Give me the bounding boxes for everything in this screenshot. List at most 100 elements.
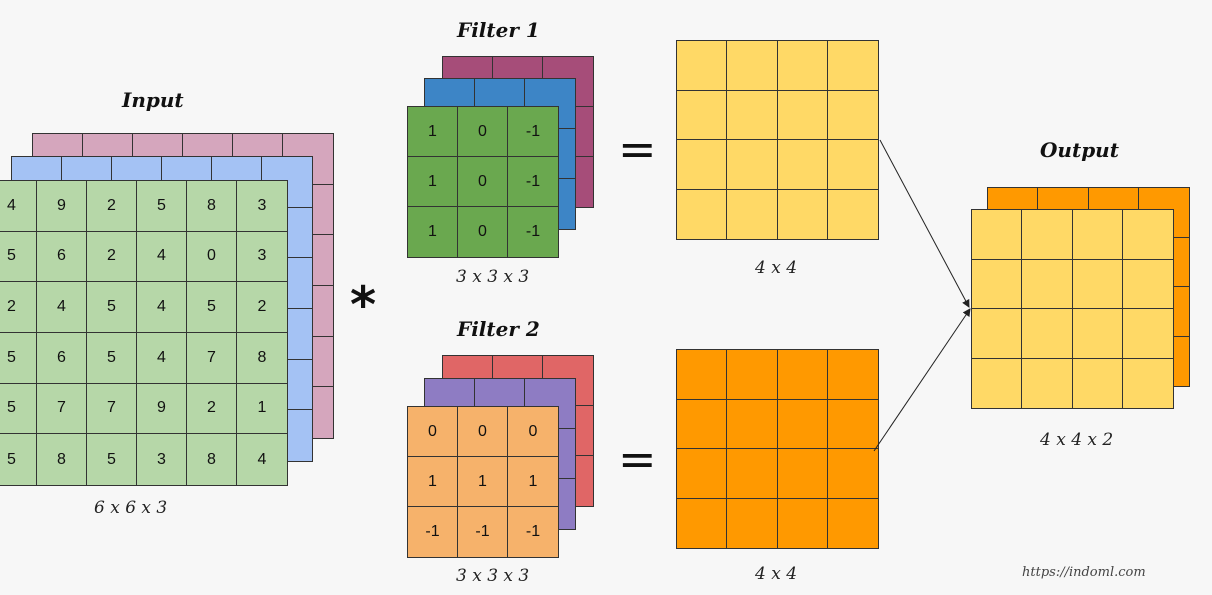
- grid-cell: 2: [187, 383, 237, 435]
- grid-cell: [827, 350, 878, 400]
- grid-cell: 0: [458, 407, 508, 457]
- grid-cell: [972, 259, 1023, 309]
- feature-map-2-dimension-label: 4 x 4: [755, 564, 798, 584]
- grid-cell: [727, 140, 778, 190]
- grid-cell: -1: [525, 523, 541, 540]
- grid-cell: 4: [137, 231, 187, 283]
- grid-cell: 0: [508, 407, 558, 457]
- grid-cell: 8: [37, 434, 87, 485]
- grid-cell: 6: [37, 333, 87, 384]
- filter2-title: Filter 2: [457, 317, 540, 341]
- grid-cell: 5: [87, 282, 137, 333]
- grid-cell: 5: [0, 434, 37, 485]
- grid-cell: 3: [237, 181, 287, 232]
- grid-cell: 0: [408, 407, 458, 457]
- grid-cell: [827, 400, 878, 449]
- grid-cell: 5: [87, 333, 137, 384]
- arrow-from-map-2: [873, 308, 971, 452]
- grid-cell: [677, 140, 728, 190]
- grid-cell: [1123, 359, 1173, 409]
- grid-cell: [777, 350, 828, 400]
- arrow-from-map-1: [879, 139, 970, 308]
- grid-cell: -1: [508, 107, 558, 157]
- grid-cell: 3: [237, 232, 287, 283]
- grid-cell: [727, 41, 778, 91]
- grid-cell: [677, 189, 728, 239]
- grid-cell: [1122, 260, 1173, 309]
- grid-cell: 9: [37, 181, 87, 232]
- grid-cell: [1072, 309, 1123, 359]
- filter1-title: Filter 1: [457, 18, 540, 42]
- grid-cell: 3: [137, 434, 187, 485]
- grid-cell: 2: [237, 282, 287, 333]
- grid-cell: [1122, 210, 1173, 260]
- grid-cell: 1: [408, 207, 458, 257]
- grid-cell: [677, 350, 728, 400]
- grid-cell: 5: [0, 333, 37, 384]
- grid-cell: 5: [87, 434, 137, 485]
- feature-map-1: [676, 40, 879, 240]
- grid-cell: [677, 399, 728, 449]
- grid-cell: 5: [137, 181, 187, 232]
- feature-map-1-dimension-label: 4 x 4: [755, 258, 798, 278]
- feature-map-2: [676, 349, 879, 549]
- grid-cell: [778, 189, 828, 239]
- grid-cell: [827, 140, 878, 190]
- grid-cell: [1022, 358, 1073, 408]
- grid-cell: 9: [137, 383, 187, 435]
- grid-cell: -1: [525, 223, 541, 240]
- grid-cell: 2: [87, 231, 137, 283]
- grid-cell: [677, 90, 728, 140]
- input-title: Input: [122, 88, 184, 112]
- grid-cell: 6: [37, 231, 87, 283]
- grid-cell: [1022, 259, 1073, 309]
- grid-cell: [827, 449, 878, 499]
- output-title: Output: [1040, 138, 1119, 162]
- grid-cell: [727, 90, 778, 140]
- grid-cell: [1072, 259, 1123, 309]
- grid-cell: 4: [137, 333, 187, 384]
- grid-cell: [1073, 358, 1123, 408]
- grid-cell: [1022, 210, 1073, 260]
- grid-cell: [677, 498, 728, 548]
- grid-cell: [1122, 309, 1173, 359]
- grid-cell: [677, 449, 728, 499]
- grid-cell: 1: [408, 457, 458, 507]
- output-dimension-label: 4 x 4 x 2: [1040, 430, 1114, 450]
- grid-cell: 7: [37, 383, 87, 435]
- grid-cell: 7: [187, 333, 237, 384]
- grid-cell: 5: [0, 231, 37, 283]
- grid-cell: [1022, 309, 1073, 359]
- grid-cell: 8: [187, 181, 237, 232]
- grid-cell: [1072, 210, 1123, 260]
- grid-cell: -1: [408, 507, 458, 557]
- grid-cell: 8: [187, 434, 237, 485]
- grid-cell: [727, 189, 778, 239]
- grid-cell: 0: [458, 207, 508, 257]
- grid-cell: 4: [37, 282, 87, 333]
- grid-cell: [827, 91, 878, 140]
- grid-cell: [972, 210, 1023, 260]
- equals-sign-1: =: [618, 122, 657, 176]
- grid-cell: [777, 449, 828, 499]
- grid-cell: 1: [508, 457, 558, 507]
- grid-cell: 5: [187, 282, 237, 333]
- grid-cell: [778, 498, 828, 548]
- grid-cell: 2: [0, 282, 37, 333]
- grid-cell: [972, 358, 1023, 408]
- grid-cell: [727, 399, 778, 449]
- grid-cell: [677, 41, 728, 91]
- grid-cell: -1: [458, 507, 508, 557]
- grid-cell: 4: [257, 450, 267, 468]
- grid-cell: 2: [87, 181, 137, 232]
- grid-cell: 8: [237, 333, 287, 384]
- grid-cell: [777, 140, 828, 190]
- grid-cell: 1: [458, 457, 508, 507]
- grid-cell: [727, 350, 778, 400]
- grid-cell: 0: [187, 231, 237, 283]
- grid-cell: 5: [0, 383, 37, 435]
- filter1-dimension-label: 3 x 3 x 3: [456, 267, 530, 287]
